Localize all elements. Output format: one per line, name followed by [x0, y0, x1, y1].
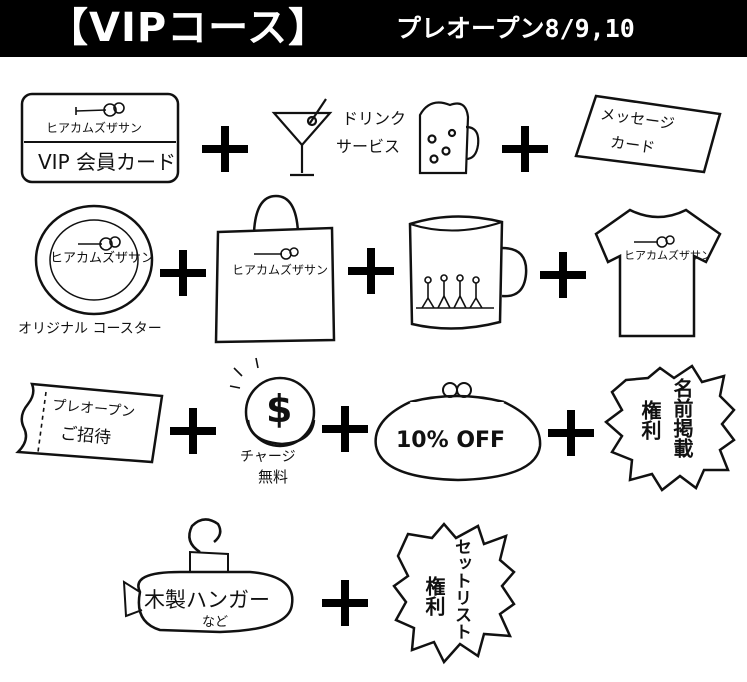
t-shirt-icon: [594, 208, 722, 338]
charge-line2: 無料: [258, 468, 289, 486]
charge-line1: チャージ: [240, 449, 296, 465]
vip-card-shape: [20, 92, 180, 184]
page-subtitle: プレオープン8/9,10: [396, 14, 635, 43]
guitar-logo-icon: [634, 235, 675, 248]
preopen-line2: ご招待: [59, 423, 112, 449]
tote-bag-icon: [214, 194, 336, 344]
hanger-label: 木製ハンガー: [144, 588, 270, 612]
preopen-ticket: プレオープン ご招待: [14, 380, 164, 466]
guitar-logo-icon: [75, 102, 125, 117]
setlist-rights-col2: 権利: [422, 576, 446, 616]
plus-sign: [348, 248, 394, 294]
plus-sign: [322, 406, 368, 452]
submarine-hanger-icon: [122, 518, 294, 634]
message-card-shape: [574, 94, 722, 174]
t-shirt: ヒアカムズザサン: [592, 206, 724, 340]
wooden-hanger: 木製ハンガー など: [120, 512, 300, 642]
plus-sign: [322, 580, 368, 626]
setlist-rights-burst: セットリスト 権利: [392, 520, 516, 666]
original-coaster: ヒアカムズザサン オリジナル コースター: [14, 204, 174, 344]
name-rights-burst: 名前掲載 権利: [604, 364, 736, 492]
drink-label-line1: ドリンク: [342, 109, 407, 128]
ticket-shape: [15, 382, 164, 464]
vip-card-logo: ヒアカムズザサン: [46, 121, 143, 135]
setlist-rights-col1: セットリスト: [451, 538, 471, 640]
tote-logo: ヒアカムズザサン: [232, 263, 329, 277]
charge-free: $ チャージ 無料: [226, 357, 326, 488]
guitar-logo-icon: [254, 247, 299, 260]
name-rights-col2: 権利: [638, 400, 662, 440]
plus-sign: [202, 126, 248, 172]
page-title: 【VIPコース】: [48, 5, 330, 51]
guitar-logo-icon: [78, 236, 121, 251]
plus-sign: [502, 126, 548, 172]
burst-shape: [604, 364, 736, 492]
mug: [404, 208, 532, 336]
coin-icon: [229, 357, 316, 448]
hanger-sub: など: [202, 615, 229, 630]
vip-card: ヒアカムズザサン VIP 会員カード: [20, 92, 180, 184]
plus-sign: [170, 408, 216, 454]
dollar-sign: $: [266, 387, 293, 431]
t-shirt-logo: ヒアカムズザサン: [624, 249, 712, 262]
tote-bag: ヒアカムズザサン: [212, 192, 336, 344]
walking-figures-icon: [416, 274, 494, 309]
coaster-shape: [34, 204, 154, 316]
plus-sign: [160, 250, 206, 296]
drink-service: ドリンク サービス: [270, 93, 480, 183]
plus-sign: [540, 252, 586, 298]
name-rights-col1: 名前掲載: [670, 378, 694, 458]
coaster-label: オリジナル コースター: [18, 321, 162, 337]
discount-label: 10% OFF: [396, 428, 506, 453]
drink-label-line2: サービス: [336, 137, 401, 156]
coaster-logo: ヒアカムズザサン: [50, 251, 155, 266]
cocktail-beer-icon: [271, 98, 480, 177]
header-bar: 【VIPコース】 プレオープン8/9,10: [0, 0, 747, 57]
purse-icon: [374, 382, 542, 482]
burst-shape: [392, 522, 516, 665]
mug-icon: [408, 215, 528, 330]
discount-purse: 10% OFF: [370, 380, 546, 484]
plus-sign: [548, 410, 594, 456]
message-card: メッセージ カード: [574, 94, 722, 174]
vip-card-label: VIP 会員カード: [38, 150, 176, 174]
